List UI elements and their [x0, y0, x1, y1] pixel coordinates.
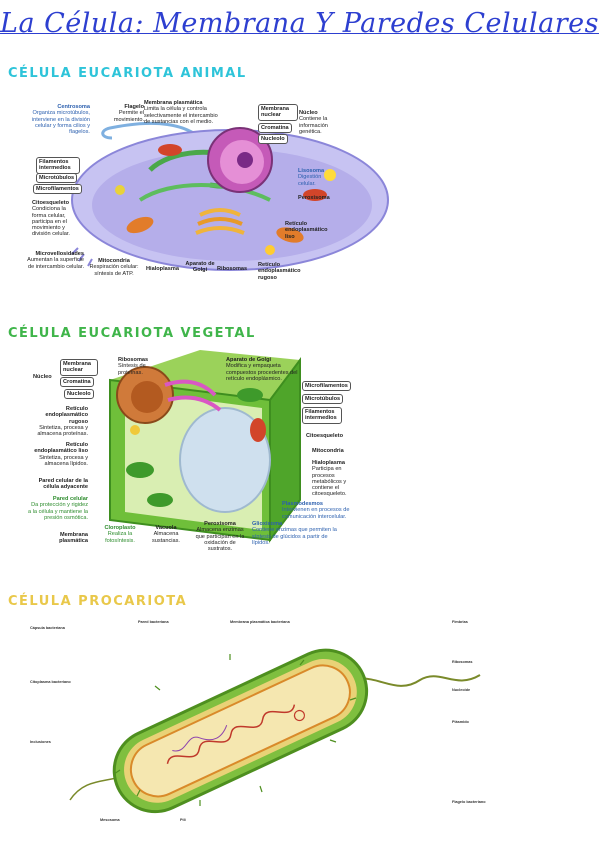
prok-label-ribosomas: Ribosomas	[452, 660, 473, 664]
prok-label-capsula: Cápsula bacteriana	[30, 626, 65, 630]
animal-nucleolo-label: Nucleolo	[258, 134, 288, 145]
animal-heading: Célula eucariota animal	[8, 66, 247, 81]
animal-membrana-nuclear-label: Membrana nuclear	[258, 104, 298, 121]
prok-label-plasmido: Plásmido	[452, 720, 469, 724]
animal-microtubulos-label: Microtúbulos	[36, 173, 78, 184]
prok-label-nucleoide: Nucleoide	[452, 688, 471, 692]
plant-nucleolo-label: Nucleolo	[64, 389, 94, 400]
animal-ribosomas-label: Ribosomas	[217, 266, 248, 272]
prok-label-fimbrias: Fimbrias	[452, 620, 468, 624]
plant-heading: Célula eucariota vegetal	[8, 326, 256, 341]
prok-label-pili: Pili	[180, 818, 186, 822]
plant-membrana-plasmatica-label: Membrana plasmática	[59, 532, 88, 545]
plant-mitocondria-label: Mitocondria	[312, 448, 344, 454]
plant-membrana-nuclear-label: Membrana nuclear	[60, 359, 98, 376]
plant-cromatina-label: Cromatina	[60, 377, 94, 388]
prok-label-membrana: Membrana plasmática bacteriana	[230, 620, 290, 624]
animal-hialoplasma-label: Hialoplasma	[146, 266, 179, 272]
plant-filamentos-intermedios-label: Filamentos intermedios	[302, 407, 342, 424]
animal-reticulo-rugoso-label: Retículo endoplasmático rugoso	[258, 262, 301, 281]
animal-reticulo-liso-label: Retículo endoplasmático liso	[285, 221, 328, 240]
prok-label-inclusiones: Inclusiones	[30, 740, 51, 744]
prok-label-mesosoma: Mesosoma	[100, 818, 120, 822]
prok-label-pared: Pared bacteriana	[138, 620, 169, 624]
plant-citoesqueleto-label: Citoesqueleto	[306, 433, 343, 439]
plant-microtubulos-label: Microtúbulos	[302, 394, 344, 405]
animal-peroxisoma-label: Peroxisoma	[298, 195, 330, 201]
animal-cromatina-label: Cromatina	[258, 123, 292, 134]
page-title: La Célula: Membrana Y Paredes Celulares	[0, 8, 599, 39]
plant-nucleo-label: Núcleo	[33, 374, 52, 380]
prokaryote-heading: Célula procariota	[8, 594, 188, 609]
animal-microfilamentos-label: Microfilamentos	[33, 184, 82, 195]
prok-label-citoplasma: Citoplasma bacteriano	[30, 680, 71, 684]
animal-golgi-label: Aparato de Golgi	[185, 261, 215, 274]
plant-pared-adyacente-label: Pared celular de la célula adyacente	[38, 478, 88, 491]
plant-microfilamentos-label: Microfilamentos	[302, 381, 351, 392]
prok-label-flagelo: Flagelo bacteriano	[452, 800, 486, 804]
